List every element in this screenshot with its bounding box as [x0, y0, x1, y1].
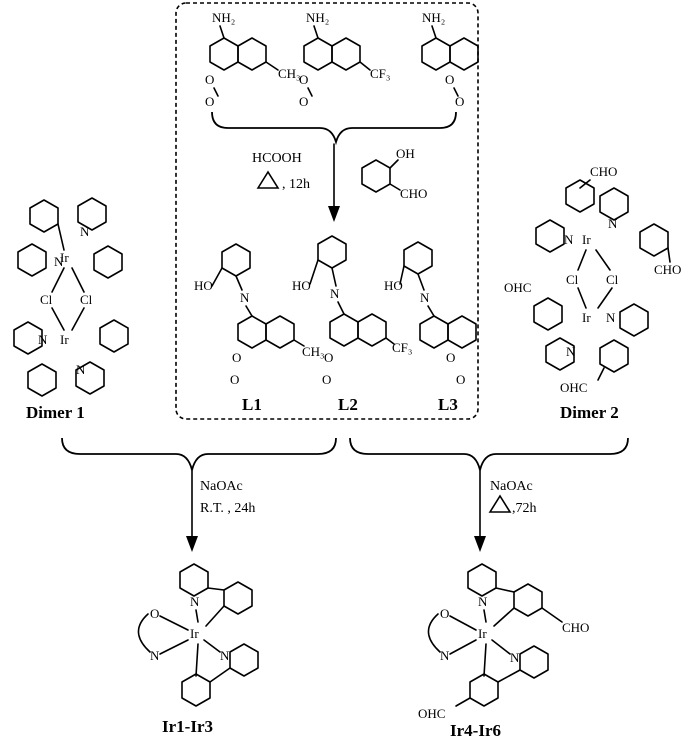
product-ir1-ir3: N Ir O N N [137, 563, 259, 707]
ligand-l3: HO N O O [384, 241, 477, 387]
label-dimer-1: Dimer 1 [26, 403, 85, 422]
atom-ir: Ir [478, 626, 487, 641]
atom-ring-o: O [299, 72, 308, 87]
label-l3: L3 [438, 395, 458, 414]
product-ir4-ir6: N CHO Ir O N N OHC [418, 563, 589, 721]
atom-ring-o: O [446, 350, 455, 365]
atom-ohc: OHC [418, 706, 445, 721]
atom-n: N [240, 290, 250, 305]
ligand-synthesis-box [175, 2, 479, 420]
atom-n: N [564, 232, 574, 247]
coumarin-amine-cf3: NH₂ CF₃ O O [299, 10, 390, 109]
atom-n: N [76, 362, 86, 377]
atom-carbonyl-o: O [456, 372, 465, 387]
atom-cho: CHO [590, 164, 617, 179]
atom-carbonyl-o: O [299, 94, 308, 109]
salicylaldehyde: OH CHO [361, 146, 427, 201]
coumarin-amine-h: NH₂ O O [421, 10, 479, 109]
atom-cl: Cl [606, 272, 619, 287]
label-product-ir4-ir6: Ir4-Ir6 [450, 721, 501, 740]
atom-cf3: CF₃ [392, 340, 412, 355]
atom-oh: OH [396, 146, 415, 161]
atom-n: N [150, 648, 160, 663]
atom-n: N [478, 594, 488, 609]
atom-carbonyl-o: O [205, 94, 214, 109]
atom-nh2: NH₂ [306, 10, 329, 25]
atom-nh2: NH₂ [212, 10, 235, 25]
atom-n: N [608, 216, 618, 231]
atom-o: O [440, 606, 449, 621]
label-dimer-2: Dimer 2 [560, 403, 619, 422]
atom-n: N [606, 310, 616, 325]
atom-ir: Ir [582, 310, 591, 325]
atom-carbonyl-o: O [230, 372, 239, 387]
atom-ir: Ir [60, 332, 69, 347]
heat-delta-icon [488, 494, 512, 513]
atom-cho: CHO [562, 620, 589, 635]
atom-n: N [420, 290, 430, 305]
step3-reagent: NaOAc [490, 479, 533, 494]
atom-cl: Cl [566, 272, 579, 287]
atom-ir: Ir [582, 232, 591, 247]
atom-cho: CHO [400, 186, 427, 201]
atom-nh2: NH₂ [422, 10, 445, 25]
atom-ring-o: O [324, 350, 333, 365]
step2-time: R.T. , 24h [200, 501, 255, 516]
atom-ch3: CH₃ [302, 344, 325, 359]
atom-ho: HO [384, 278, 403, 293]
atom-n: N [54, 254, 64, 269]
heat-delta-icon [256, 170, 280, 189]
step1-time: , 12h [282, 177, 310, 192]
ligand-l2: HO N CF₃ O O [292, 235, 412, 387]
atom-ho: HO [194, 278, 213, 293]
atom-cf3: CF₃ [370, 66, 390, 81]
step3-time: ,72h [512, 501, 537, 516]
atom-n: N [330, 286, 340, 301]
atom-n: N [566, 344, 576, 359]
dimer-2-structure: CHO N N Ir CHO Cl Cl Ir OHC N N OHC [504, 164, 681, 395]
coumarin-amine-ch3: NH₂ CH₃ O O [205, 10, 301, 109]
atom-ring-o: O [232, 350, 241, 365]
label-l2: L2 [338, 395, 358, 414]
atom-n: N [38, 332, 48, 347]
label-l1: L1 [242, 395, 262, 414]
atom-ohc: OHC [560, 380, 587, 395]
step1-reagent: HCOOH [252, 151, 302, 166]
atom-ring-o: O [445, 72, 454, 87]
atom-cl: Cl [40, 292, 53, 307]
atom-o: O [150, 606, 159, 621]
atom-n: N [220, 648, 230, 663]
ligand-l1: HO N CH₃ O O [194, 243, 325, 387]
atom-ir: Ir [60, 250, 69, 265]
atom-ho: HO [292, 278, 311, 293]
atom-n: N [190, 594, 200, 609]
atom-ir: Ir [190, 626, 199, 641]
brace-amines [211, 111, 457, 146]
atom-ring-o: O [205, 72, 214, 87]
label-product-ir1-ir3: Ir1-Ir3 [162, 717, 213, 736]
atom-carbonyl-o: O [455, 94, 464, 109]
atom-n: N [440, 648, 450, 663]
atom-carbonyl-o: O [322, 372, 331, 387]
brace-right [349, 437, 629, 471]
atom-cho: CHO [654, 262, 681, 277]
atom-ohc: OHC [504, 280, 531, 295]
atom-n: N [80, 224, 90, 239]
atom-cl: Cl [80, 292, 93, 307]
brace-left [61, 437, 337, 471]
atom-n: N [510, 650, 520, 665]
step2-reagent: NaOAc [200, 479, 243, 494]
dimer-1-structure: N N Ir Cl Cl Ir N N [13, 197, 129, 397]
atom-ch3: CH₃ [278, 66, 301, 81]
